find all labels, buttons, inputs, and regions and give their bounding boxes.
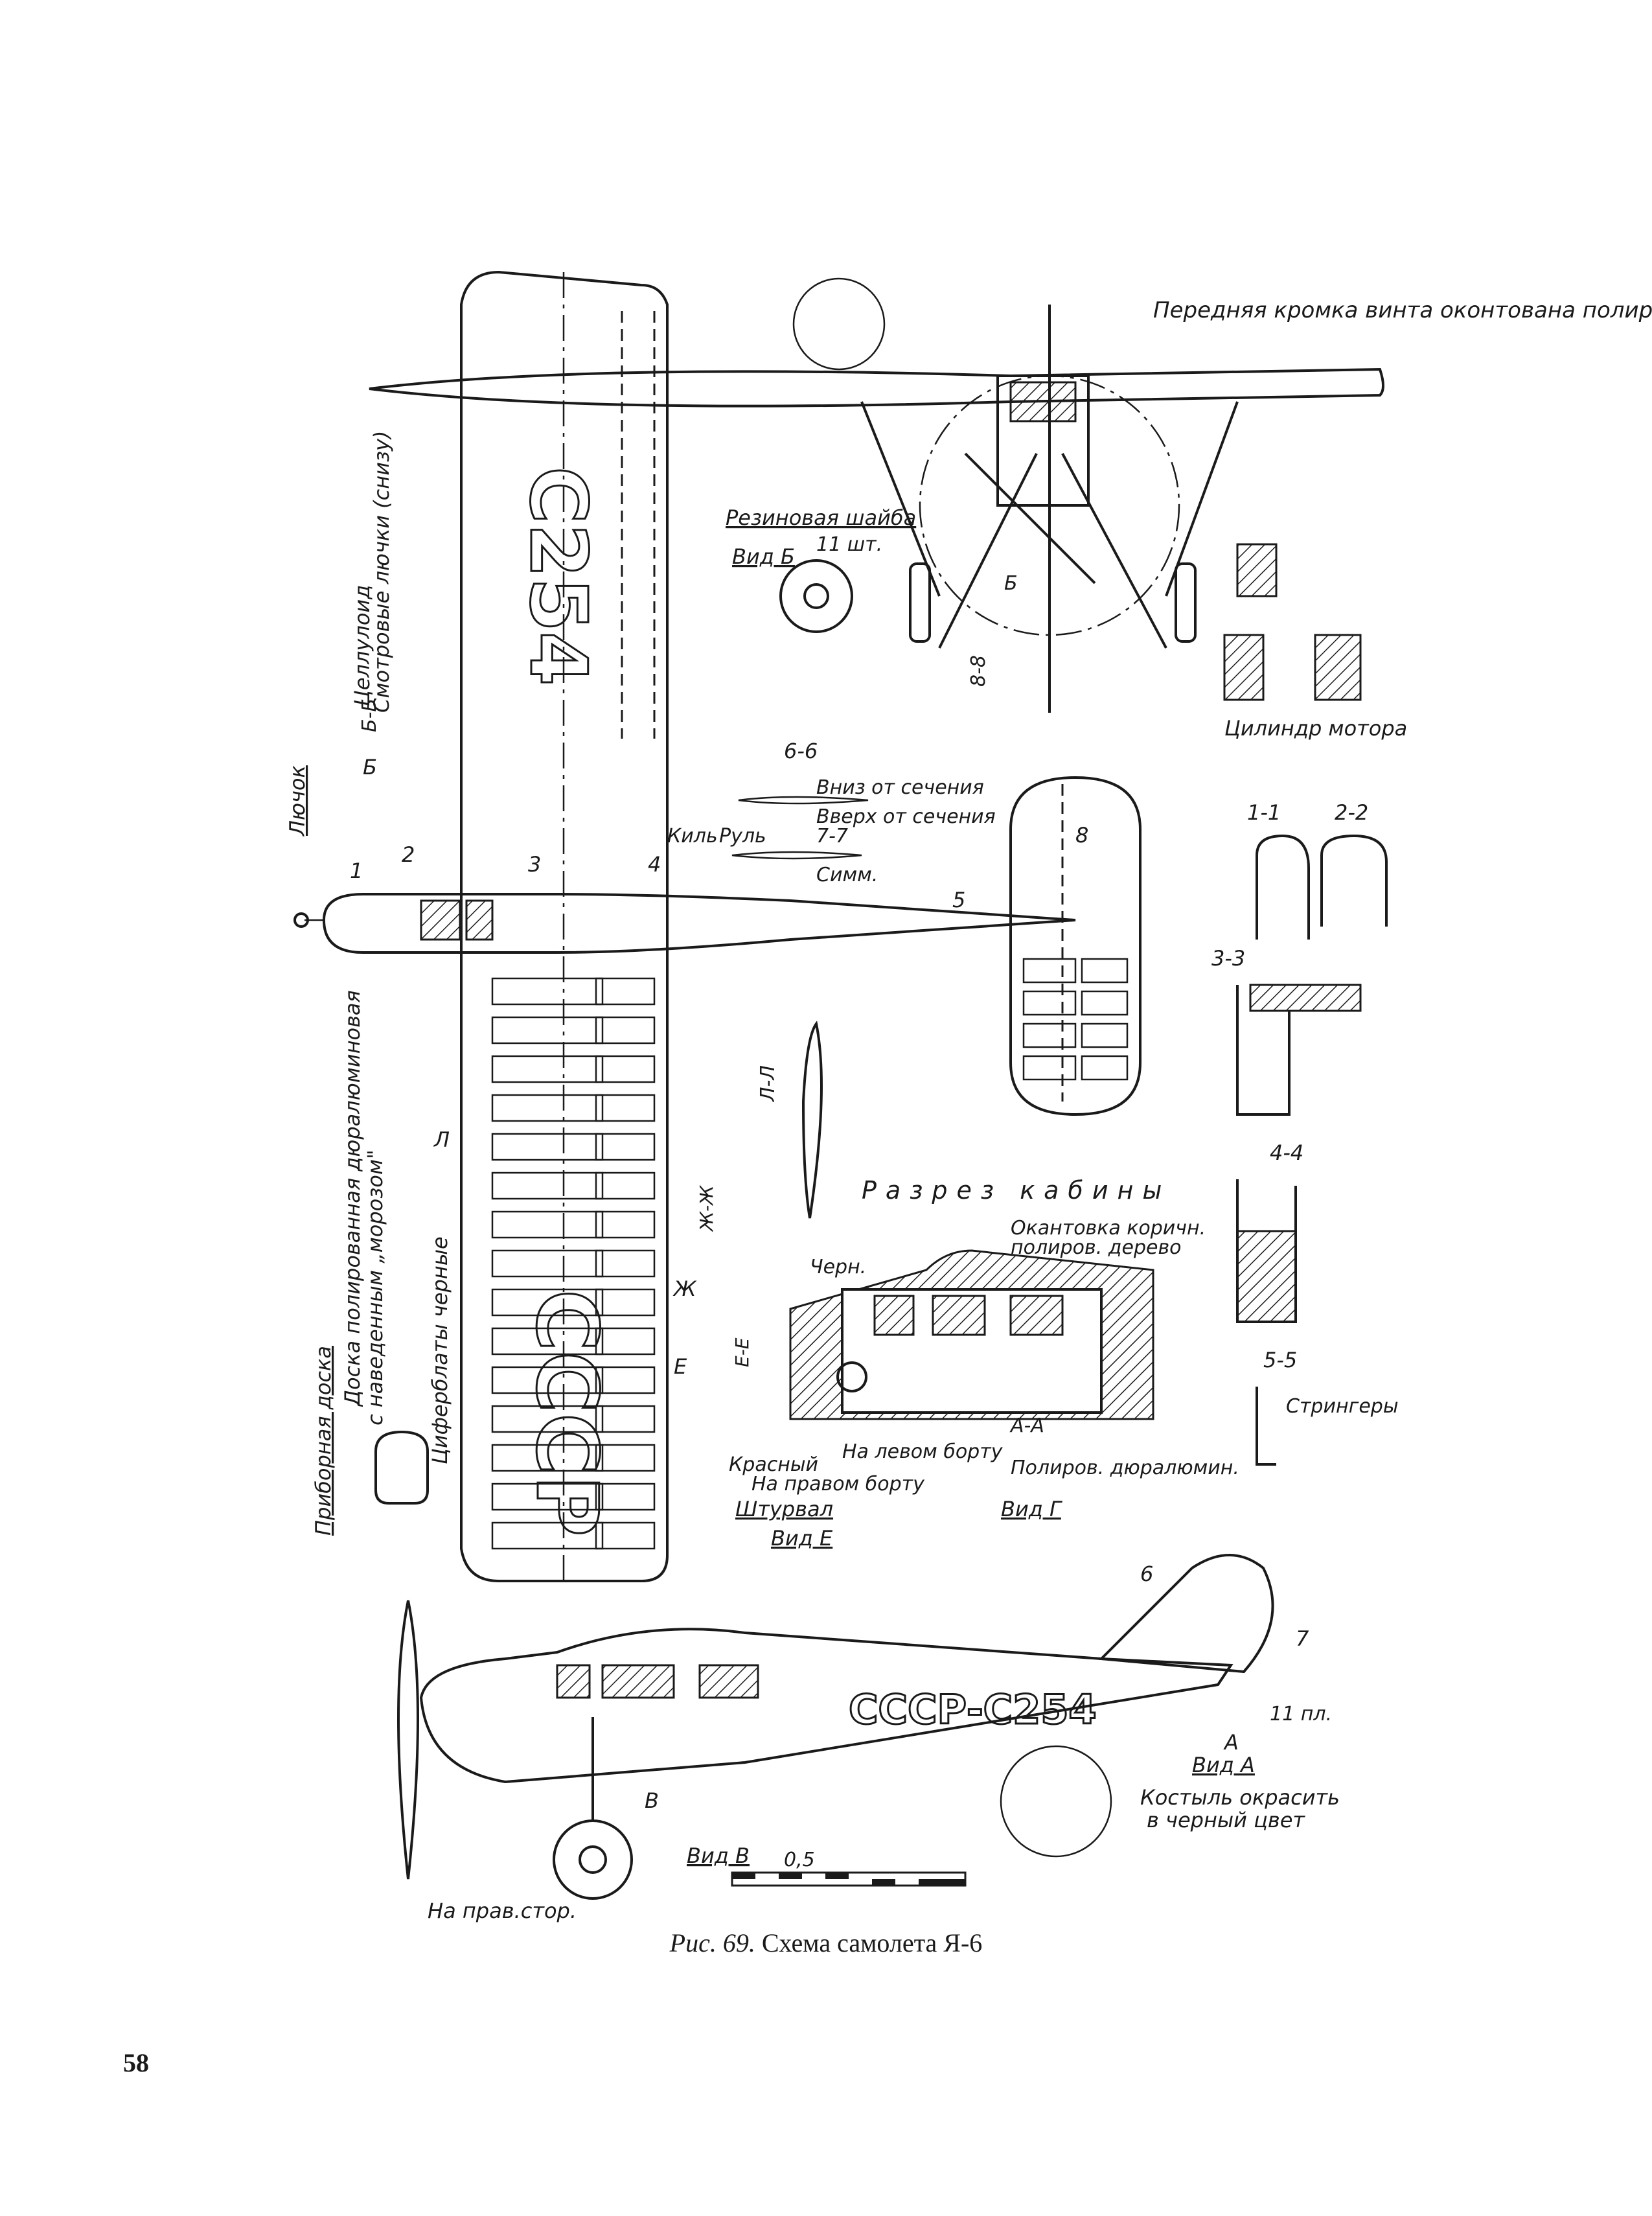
figure-title: Схема самолета Я-6 <box>761 1928 983 1957</box>
section-mark: А <box>1223 1730 1239 1755</box>
stabilizer-top <box>1009 776 1141 1116</box>
cabin-title: Разрез кабины <box>862 1176 1171 1205</box>
engine-cylinder-sketch <box>1223 543 1362 701</box>
section-ll-label: Л-Л <box>757 1065 779 1102</box>
section-mark: 5 <box>952 888 965 912</box>
count-11pl-label: 11 пл. <box>1270 1703 1332 1725</box>
symm-label: Симм. <box>816 864 878 886</box>
cabin-right-side-label: На правом борту <box>751 1473 925 1495</box>
cabin-section-ee-label: Е-Е <box>731 1337 753 1367</box>
cabin-control-wheel-label: Штурвал <box>735 1497 833 1521</box>
tail-fin-side <box>1098 1554 1274 1674</box>
page-number: 58 <box>123 2048 149 2077</box>
cabin-black-label: Черн. <box>810 1256 866 1278</box>
celluloid-label: Целлулоид <box>350 585 374 706</box>
section-mark: Е <box>674 1354 687 1379</box>
scale-bar <box>731 1871 967 1887</box>
section-11-label: 1-1 <box>1247 800 1281 825</box>
section-mark: Ж <box>672 1276 697 1301</box>
stringers-label: Стрингеры <box>1286 1395 1399 1418</box>
panel-note-1: Доска полированная дюралюминовая <box>340 990 365 1407</box>
section-mark: 1 <box>350 859 363 883</box>
figure-caption: Рис. 69. Схема самолета Я-6 <box>0 1928 1652 1958</box>
cabin-section-aa-label: А-А <box>1009 1414 1044 1437</box>
figure-label: Рис. 69. <box>669 1928 755 1957</box>
propeller-side <box>397 1600 419 1880</box>
wing-registration-top: С254 <box>512 467 602 686</box>
view-a-label: Вид А <box>1192 1753 1255 1777</box>
section-bb-label: Б-Б <box>358 698 381 732</box>
section-mark: 7 <box>1296 1626 1309 1651</box>
section-mark: В <box>645 1788 659 1813</box>
cabin-view-e-label: Вид Е <box>771 1526 833 1551</box>
section-33-label: 3-3 <box>1211 946 1245 971</box>
engine-cylinder-label: Цилиндр мотора <box>1224 716 1407 741</box>
view-b-label: Вид Б <box>732 544 795 569</box>
dials-black-label: Циферблаты черные <box>428 1236 452 1464</box>
front-wing <box>369 367 1384 408</box>
top-view <box>293 270 1141 1582</box>
section-mark: 2 <box>402 842 415 867</box>
cabin-view-g-label: Вид Г <box>1001 1497 1062 1521</box>
cabin-left-side-label: На левом борту <box>842 1440 1004 1463</box>
front-view <box>369 277 1384 713</box>
frame-sections: 1-1 2-2 3-3 4-4 5-5 Стрингеры <box>1211 800 1399 1466</box>
section-mark: 3 <box>528 852 541 877</box>
cabin-section-zhzh-label: Ж-Ж <box>696 1184 717 1232</box>
cabin-section <box>789 1249 1154 1420</box>
marker-b-label: Б <box>1004 572 1018 595</box>
count-11-label: 11 шт. <box>816 533 882 556</box>
section-8-8-label: 8-8 <box>967 655 990 687</box>
below-section-label: Вниз от сечения <box>816 776 984 799</box>
fin-label: Киль <box>667 825 718 848</box>
cabin-red-label: Красный <box>729 1453 818 1476</box>
inspection-hatches-label: Смотровые лючки (снизу) <box>369 431 394 713</box>
instrument-panel-label: Приборная доска <box>311 1346 336 1536</box>
section-mark: Л <box>433 1127 450 1152</box>
section-mark: Б <box>363 755 377 779</box>
wing-ribs <box>491 977 656 1550</box>
fuselage-top <box>322 893 1076 954</box>
wing-registration-bottom: СССР <box>518 1289 616 1537</box>
section-mark: 6 <box>1140 1562 1153 1586</box>
section-55-label: 5-5 <box>1263 1348 1297 1372</box>
rubber-washer-label: Резиновая шайба <box>726 505 916 530</box>
section-mark: 8 <box>1075 823 1088 848</box>
panel-note-2: с наведенным „морозом" <box>363 1149 387 1425</box>
rudder-label: Руль <box>719 825 766 848</box>
section-22-label: 2-2 <box>1335 800 1368 825</box>
section-mark: 4 <box>648 852 661 877</box>
view-v-label: Вид В <box>687 1843 750 1868</box>
tailskid-note-1: Костыль окрасить <box>1140 1785 1340 1810</box>
propeller-note: Передняя кромка винта оконтована полиров… <box>1153 297 1652 323</box>
cabin-edging-1: Окантовка коричн. <box>1011 1217 1206 1240</box>
section-77-label: 7-7 <box>816 825 848 848</box>
side-view <box>397 1554 1274 1900</box>
fuselage-registration: СССР-С254 <box>849 1686 1097 1733</box>
section-66-label: 6-6 <box>784 739 818 763</box>
cabin-edging-2: полиров. дерево <box>1011 1236 1182 1259</box>
section-marks: 1 2 3 4 5 6 7 8 А Б В Е Ж Л <box>350 755 1309 1813</box>
hatch-label: Лючок <box>285 765 310 837</box>
section-44-label: 4-4 <box>1270 1140 1303 1165</box>
right-side-label: На прав.стор. <box>428 1899 577 1923</box>
fuselage-side <box>419 1628 1233 1784</box>
instrument-panel-sketch <box>374 1430 429 1505</box>
wing-planform <box>460 270 669 1582</box>
above-section-label: Вверх от сечения <box>816 805 996 828</box>
tailskid-note-2: в черный цвет <box>1147 1808 1305 1832</box>
cabin-polished-dural-label: Полиров. дюралюмин. <box>1011 1457 1239 1479</box>
scale-label: 0,5 <box>784 1849 815 1871</box>
